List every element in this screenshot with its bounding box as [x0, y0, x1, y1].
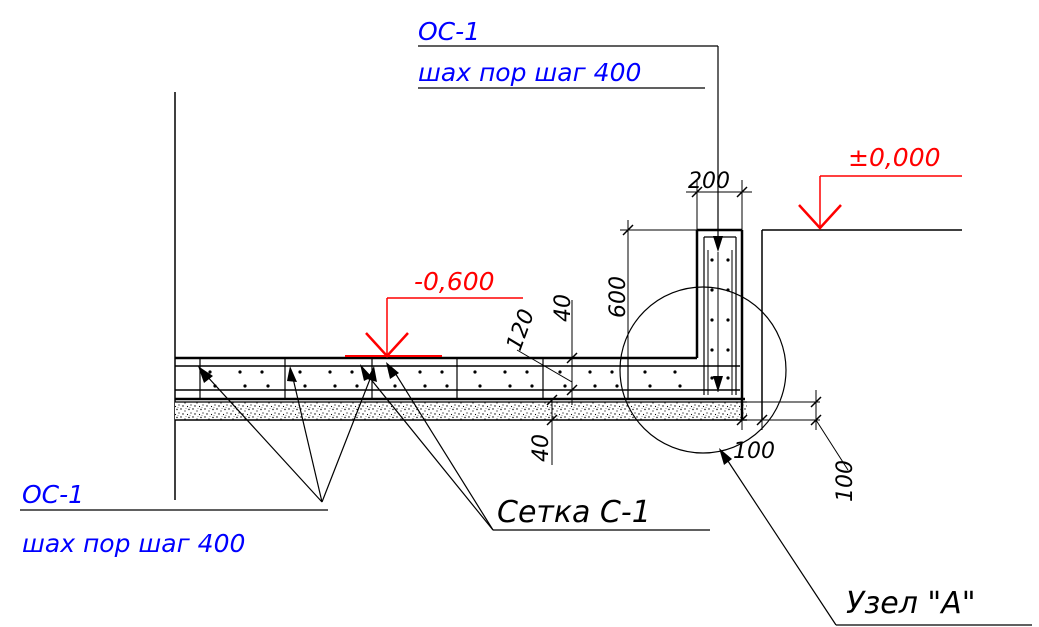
top-mark-code: ОС-1	[418, 17, 480, 46]
mesh-label: Сетка С-1	[497, 495, 651, 530]
rebar-dots	[208, 370, 682, 388]
dim-100-b: 100	[833, 460, 858, 502]
dim-600-lines	[620, 220, 697, 400]
bottom-mark-code: ОС-1	[22, 480, 84, 509]
slab-elevation-label: -0,600	[414, 267, 495, 296]
node-a-label: Узел "А"	[846, 586, 976, 621]
bottom-mark-desc: шах пор шаг 400	[22, 529, 245, 558]
top-mark-desc: шах пор шаг 400	[418, 58, 641, 87]
top-rebar-leader	[418, 45, 723, 392]
dim-100-lines	[736, 390, 849, 471]
dim-40-bottom: 40	[529, 434, 554, 462]
gravel-bed	[175, 401, 747, 421]
dim-40-top: 40	[551, 294, 576, 322]
ground-elevation-label: ±0,000	[848, 143, 941, 172]
foundation-wall	[695, 228, 744, 420]
ground-elevation-mark	[798, 175, 962, 230]
dim-100-a: 100	[733, 439, 775, 464]
dim-120: 120	[502, 306, 540, 354]
dim-40-bottom-lines	[546, 394, 558, 465]
node-a-circle	[619, 286, 787, 454]
ground-line	[761, 229, 962, 420]
dim-200-lines	[686, 180, 752, 230]
slab-elevation-mark	[345, 297, 523, 358]
node-a-leader	[719, 448, 1032, 626]
slab	[175, 356, 745, 401]
mesh-leader	[360, 362, 710, 531]
dim-120-40-lines	[516, 300, 578, 405]
dim-600: 600	[606, 276, 631, 318]
dim-200: 200	[688, 169, 730, 194]
